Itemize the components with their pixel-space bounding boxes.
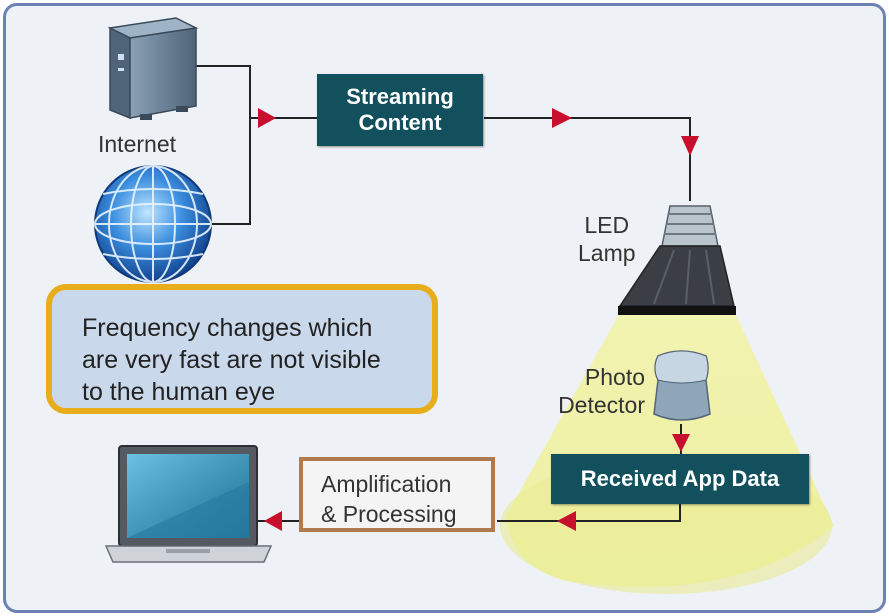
laptop-icon [104,445,273,563]
led-lamp-icon [618,205,736,315]
note-line2: are very fast are not visible [82,346,381,374]
photo-detector-line2: Detector [558,392,645,418]
arrow-to-lamp-horizontal [552,108,572,128]
photo-detector-line1: Photo [584,364,645,390]
note-line3: to the human eye [82,378,276,406]
note-line1: Frequency changes which [82,314,373,342]
globe-icon [94,165,212,283]
streaming-content-line1: Streaming [346,84,454,109]
internet-label: Internet [98,131,176,157]
arrow-to-received [672,434,690,452]
streaming-content-box: Streaming Content [317,74,483,146]
diagram-frame: Internet Streaming Content LED Lamp Phot… [3,3,886,613]
server-icon [107,17,199,120]
note-box: Frequency changes which are very fast ar… [46,284,438,414]
amplification-line2: & Processing [321,501,457,527]
line-server-to-junction [196,65,251,118]
led-lamp-line1: LED [584,212,630,238]
amplification-line1: Amplification [321,471,452,497]
led-lamp-label: LED Lamp [578,211,636,267]
photo-detector-icon [653,350,711,421]
received-app-data-label: Received App Data [580,466,780,491]
line-streaming-to-lamp [484,117,691,201]
received-app-data-box: Received App Data [551,454,809,504]
led-lamp-line2: Lamp [578,240,636,266]
photo-detector-label: Photo Detector [543,363,645,419]
streaming-content-line2: Content [358,110,442,135]
arrow-to-laptop [264,511,282,531]
arrow-to-streaming [258,108,276,128]
amplification-processing-box: Amplification & Processing [299,457,495,532]
arrow-to-amp [557,511,576,531]
arrow-to-lamp-down [681,136,699,156]
line-globe-to-junction [211,118,251,225]
